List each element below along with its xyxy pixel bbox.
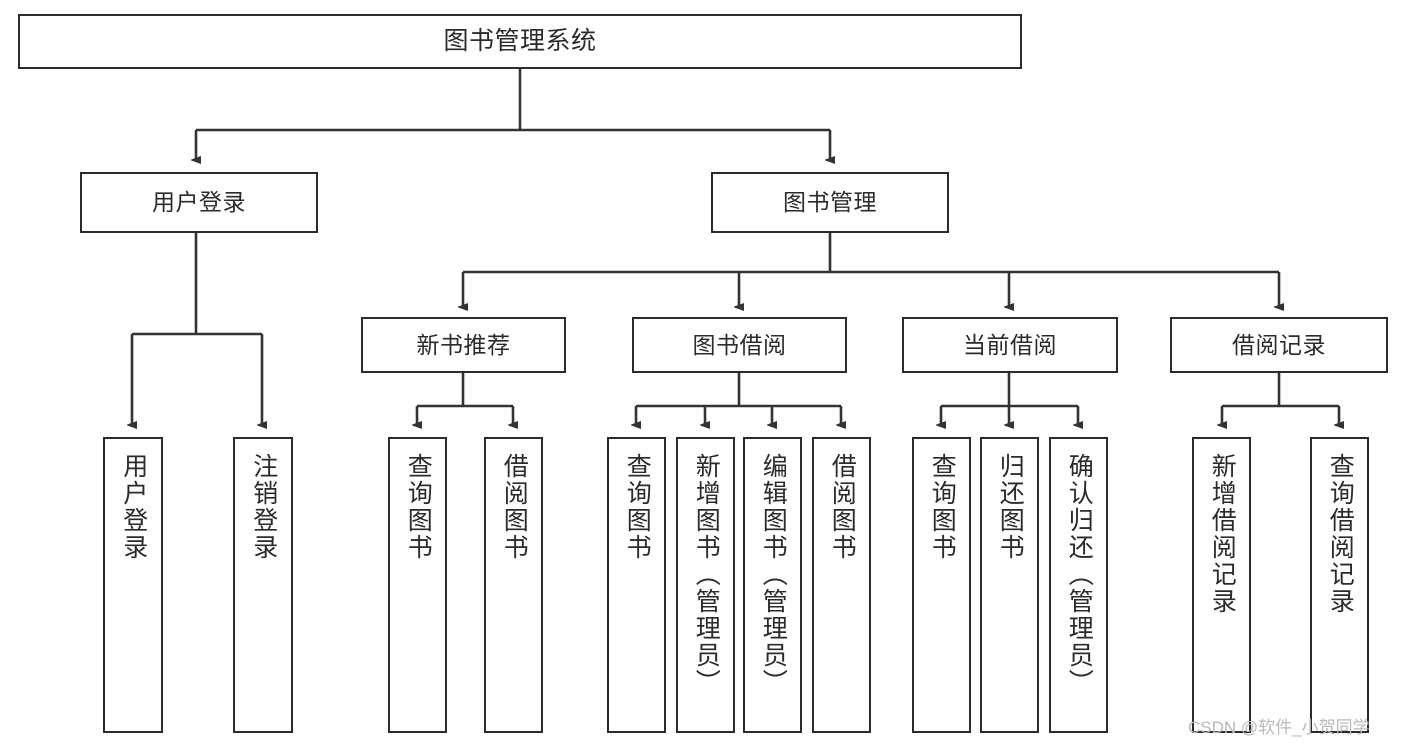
node-label: 查询借阅记录 xyxy=(1326,453,1355,615)
node-leaf-borrow-book-newbook[interactable]: 借阅图书 xyxy=(484,437,543,733)
node-borrowing-records[interactable]: 借阅记录 xyxy=(1170,317,1388,373)
node-label: 查询图书 xyxy=(928,453,957,561)
node-leaf-add-borrow-record[interactable]: 新增借阅记录 xyxy=(1192,437,1251,733)
node-label: 图书借阅 xyxy=(692,331,787,358)
node-book-management[interactable]: 图书管理 xyxy=(711,172,949,233)
node-leaf-borrow-book[interactable]: 借阅图书 xyxy=(812,437,871,733)
node-leaf-return-book[interactable]: 归还图书 xyxy=(980,437,1039,733)
node-leaf-edit-book-admin[interactable]: 编辑图书（管理员） xyxy=(743,437,802,733)
node-root-book-management-system[interactable]: 图书管理系统 xyxy=(18,14,1022,69)
csdn-watermark: CSDN @软件_小贺同学 xyxy=(1188,718,1370,737)
node-leaf-query-borrow-record[interactable]: 查询借阅记录 xyxy=(1310,437,1369,733)
node-label: 图书管理系统 xyxy=(443,27,597,56)
node-label: 用户登录 xyxy=(152,189,246,216)
node-leaf-user-logout[interactable]: 注销登录 xyxy=(233,437,293,733)
node-label: 图书管理 xyxy=(783,189,877,216)
node-leaf-query-book-current[interactable]: 查询图书 xyxy=(912,437,971,733)
node-current-borrowing[interactable]: 当前借阅 xyxy=(902,317,1118,373)
node-label: 借阅记录 xyxy=(1232,331,1326,358)
node-label: 编辑图书（管理员） xyxy=(759,453,788,696)
node-leaf-confirm-return-admin[interactable]: 确认归还（管理员） xyxy=(1049,437,1108,733)
node-label: 查询图书 xyxy=(623,453,652,561)
node-leaf-query-book-borrow[interactable]: 查询图书 xyxy=(607,437,666,733)
node-user-login[interactable]: 用户登录 xyxy=(80,172,318,233)
node-label: 借阅图书 xyxy=(828,453,857,561)
node-label: 归还图书 xyxy=(996,453,1025,561)
node-leaf-user-login[interactable]: 用户登录 xyxy=(103,437,163,733)
node-book-borrowing[interactable]: 图书借阅 xyxy=(632,317,847,373)
node-label: 当前借阅 xyxy=(963,331,1057,358)
node-new-book-recommendation[interactable]: 新书推荐 xyxy=(361,317,566,373)
node-label: 借阅图书 xyxy=(500,453,529,561)
node-label: 新增借阅记录 xyxy=(1208,453,1237,615)
node-label: 注销登录 xyxy=(249,453,278,561)
node-label: 新书推荐 xyxy=(416,331,511,358)
node-leaf-add-book-admin[interactable]: 新增图书（管理员） xyxy=(676,437,735,733)
node-label: 用户登录 xyxy=(119,453,148,561)
node-label: 确认归还（管理员） xyxy=(1065,453,1094,696)
node-label: 新增图书（管理员） xyxy=(692,453,721,696)
node-label: 查询图书 xyxy=(404,453,433,561)
node-leaf-query-book-newbook[interactable]: 查询图书 xyxy=(388,437,447,733)
